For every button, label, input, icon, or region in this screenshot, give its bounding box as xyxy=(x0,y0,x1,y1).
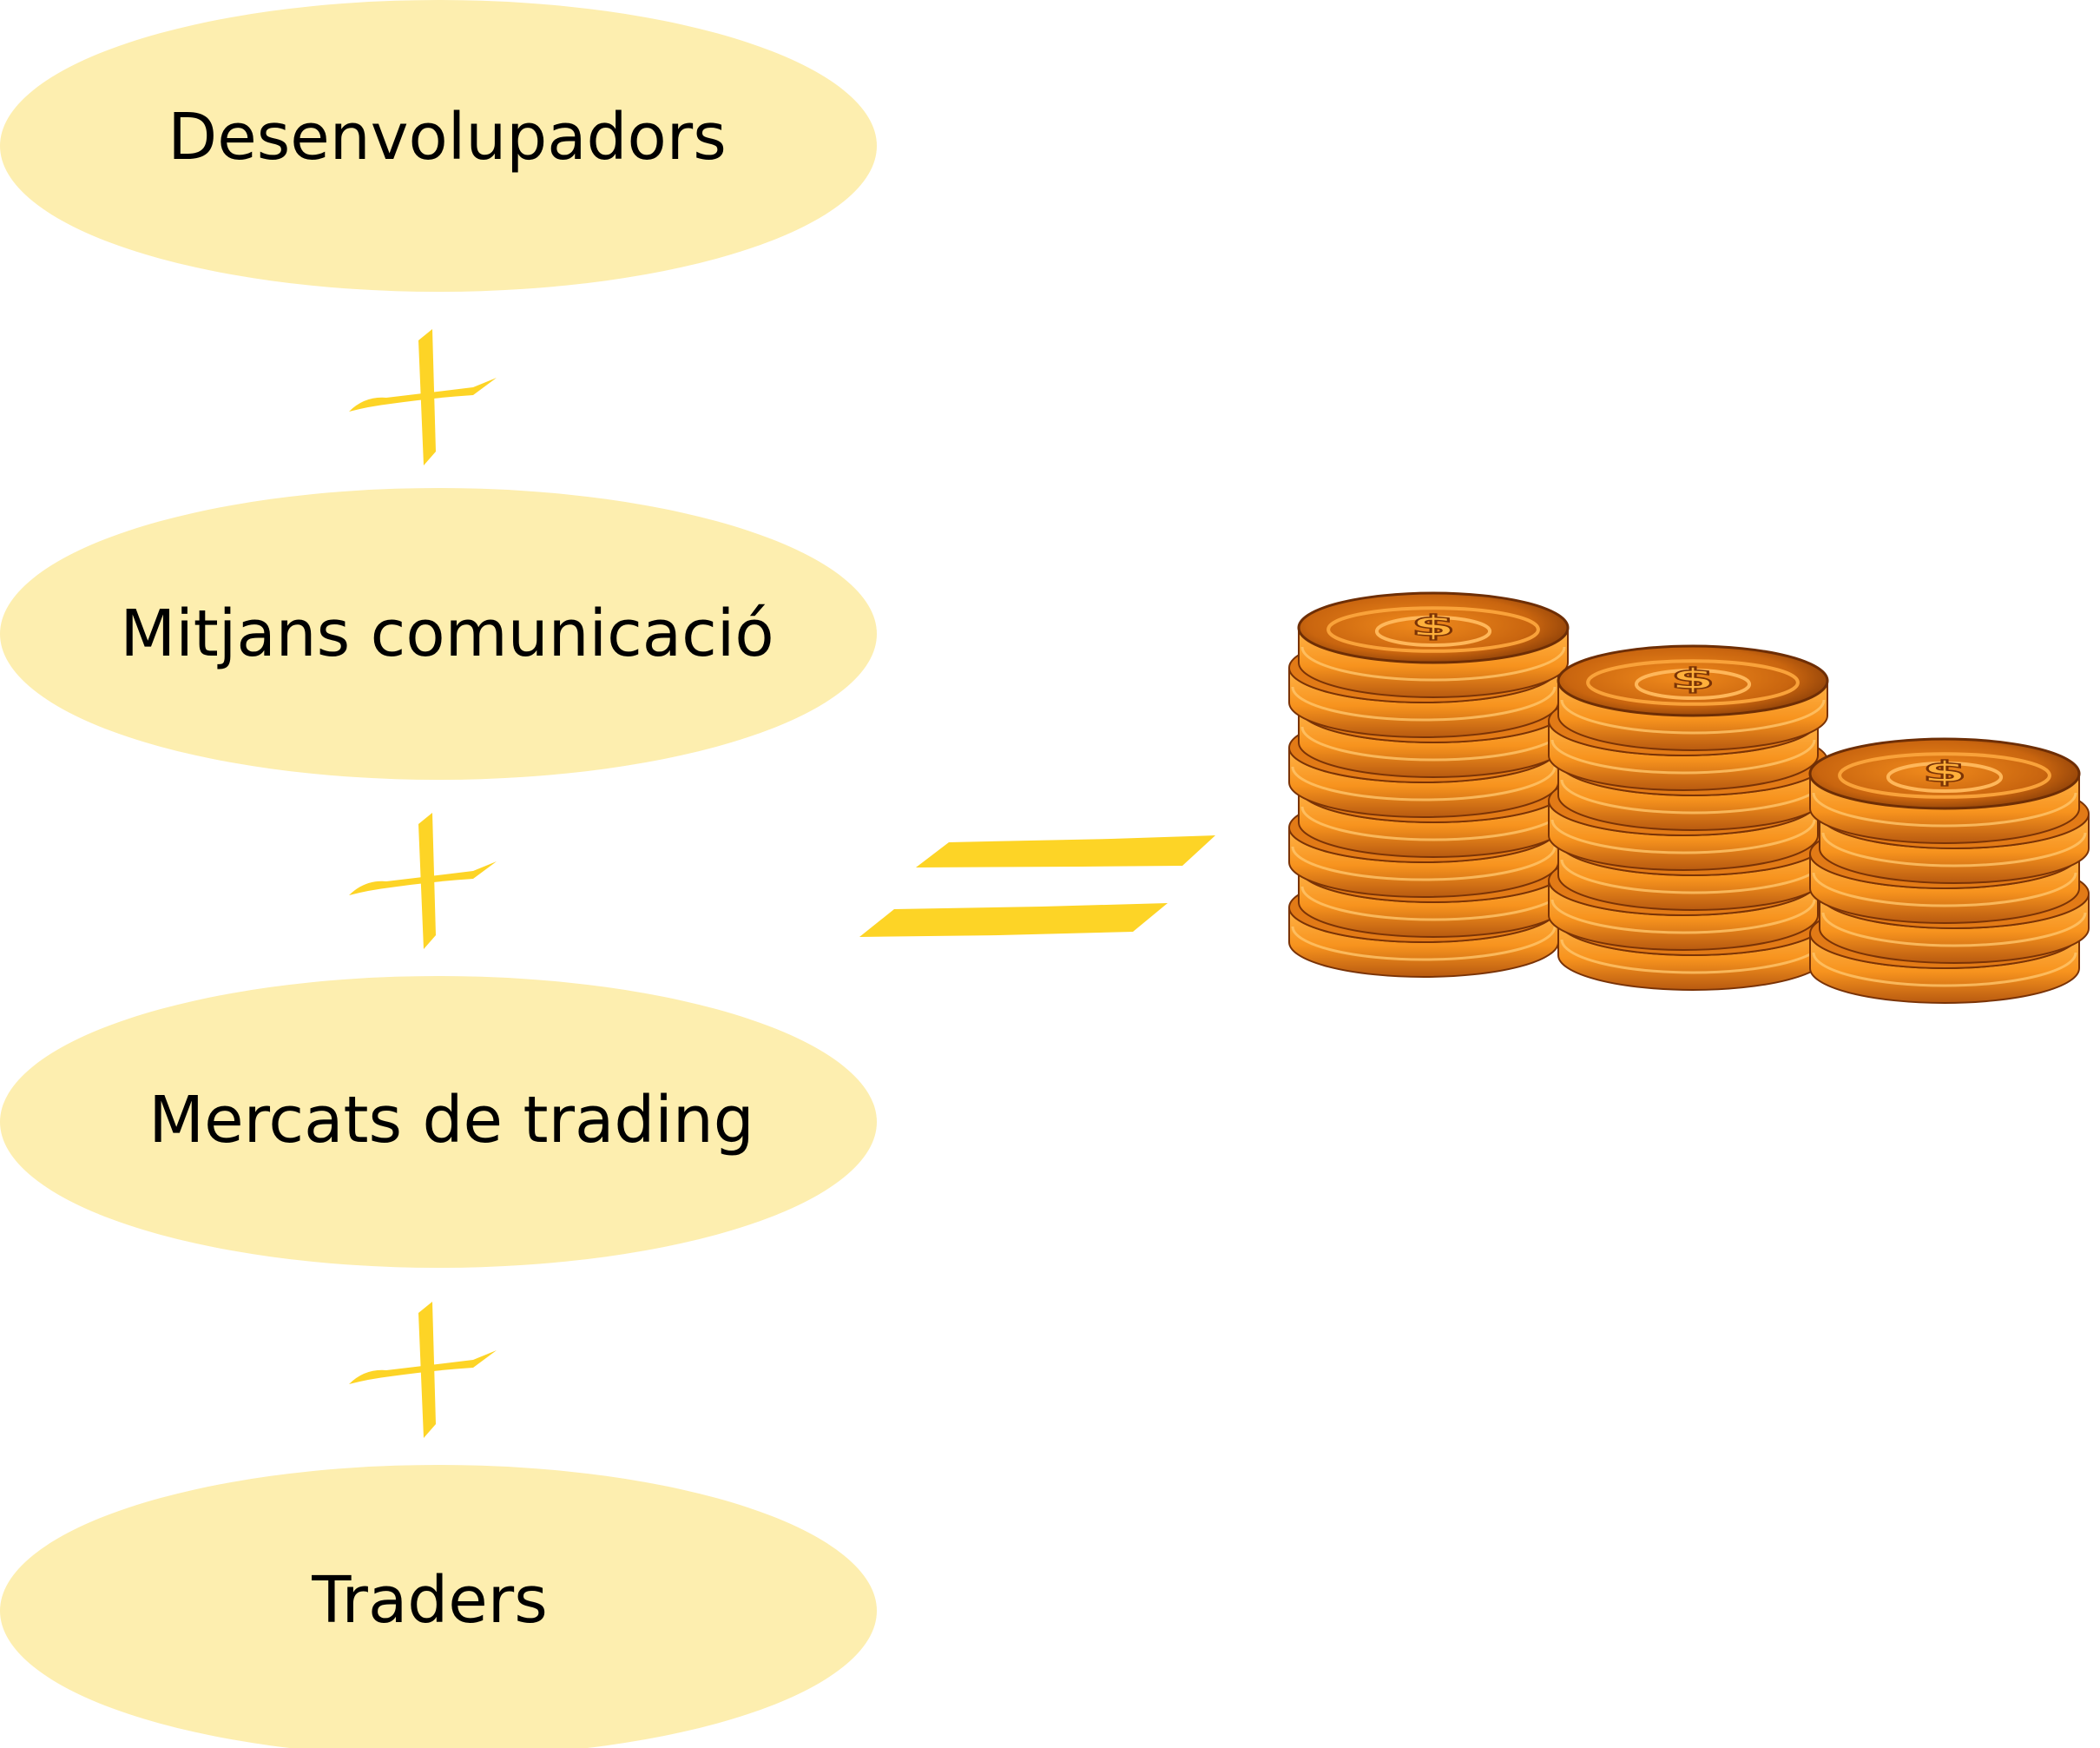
node-ellipse xyxy=(0,976,877,1268)
node-developers: Desenvolupadors xyxy=(0,0,877,292)
node-label-trading-markets: Mercats de trading xyxy=(148,1083,754,1158)
node-trading-markets: Mercats de trading xyxy=(0,976,877,1268)
node-label-media: Mitjans comunicació xyxy=(120,597,774,671)
svg-text:$: $ xyxy=(1922,755,1966,788)
node-ellipse xyxy=(0,488,877,780)
node-ellipse xyxy=(0,1465,877,1748)
coin-top-icon: $ xyxy=(1808,737,2081,810)
svg-text:$: $ xyxy=(1670,663,1715,696)
coin-stacks-icon: $ $ $ xyxy=(1288,591,2090,1004)
plus-icon xyxy=(349,329,497,465)
node-media: Mitjans comunicació xyxy=(0,488,877,780)
coin-top-icon: $ xyxy=(1557,644,1829,717)
node-traders: Traders xyxy=(0,1465,877,1748)
plus-icon xyxy=(349,813,497,949)
coin-stack-icon: $ xyxy=(1548,644,1829,991)
node-label-developers: Desenvolupadors xyxy=(168,100,727,175)
svg-text:$: $ xyxy=(1411,610,1455,643)
node-label-traders: Traders xyxy=(311,1563,548,1638)
coin-stack-icon: $ xyxy=(1808,737,2090,1004)
node-ellipse xyxy=(0,0,877,292)
equals-icon xyxy=(859,835,1215,937)
coin-stack-icon: $ xyxy=(1288,591,1570,978)
plus-icon xyxy=(349,1302,497,1438)
coin-top-icon: $ xyxy=(1297,591,1570,664)
